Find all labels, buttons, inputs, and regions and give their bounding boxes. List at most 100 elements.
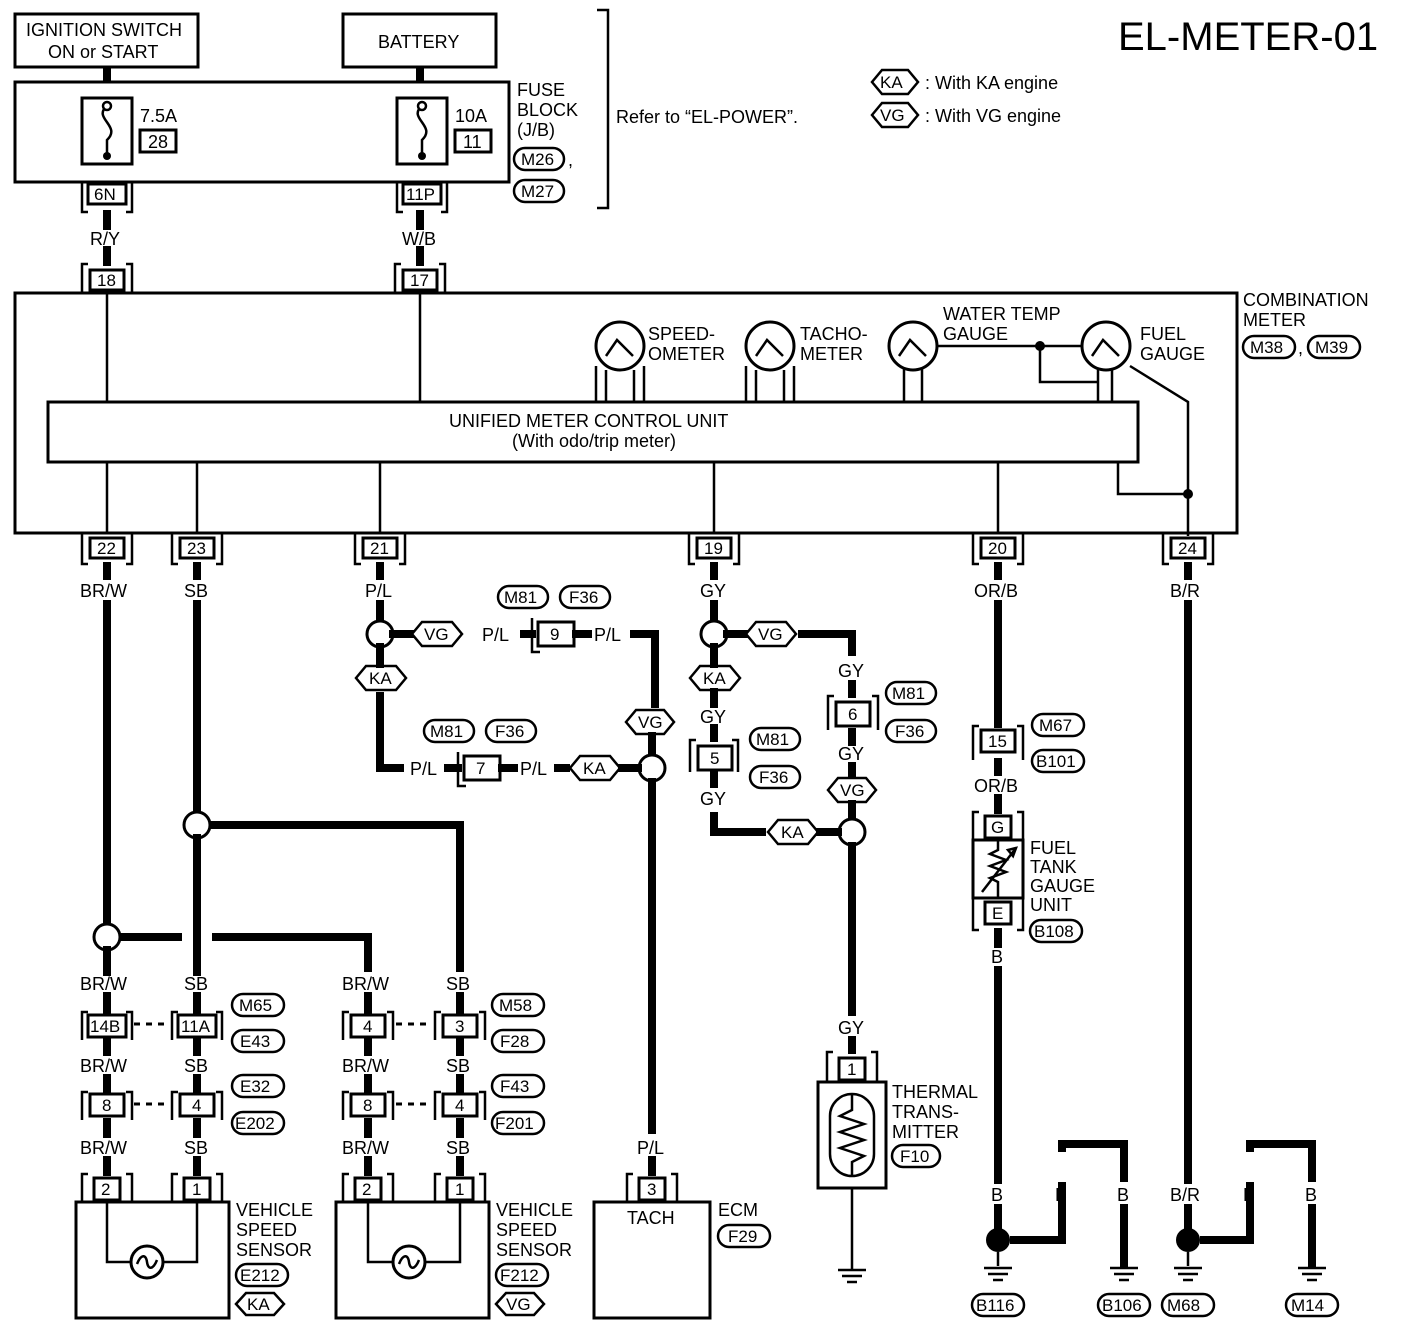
connector-8-f: 8	[341, 1090, 395, 1120]
thermal-conn: F10	[900, 1147, 929, 1166]
tachometer-label-1: TACHO-	[800, 324, 868, 344]
wire-brw-b1: BR/W	[342, 974, 389, 994]
tach-ka-tag: KA	[369, 669, 392, 688]
pin-24: 24	[1161, 533, 1215, 566]
conn-m58: M58	[499, 996, 532, 1015]
gnd-wire-b-5: B	[1305, 1185, 1317, 1205]
connector-4-f2-label: 4	[455, 1096, 464, 1115]
ground-m68-label: M68	[1167, 1296, 1200, 1315]
tach-wire-pl-3: P/L	[410, 759, 437, 779]
wire-sb-a2: SB	[184, 1056, 208, 1076]
connector-4-f2: 4	[433, 1090, 487, 1120]
temp-conn-f36-a: F36	[895, 722, 924, 741]
fuse-block-label-1: FUSE	[517, 80, 565, 100]
battery: BATTERY	[341, 12, 498, 69]
fuel-gauge	[1080, 320, 1132, 402]
pin-21: 21	[353, 533, 407, 566]
temp-conn-f36-b: F36	[759, 768, 788, 787]
pin-24-label: 24	[1178, 539, 1197, 558]
vss-ka-label-1: VEHICLE	[236, 1200, 313, 1220]
vss-ka-pin2: 2	[101, 1180, 110, 1199]
connector-6: 6	[826, 694, 880, 730]
terminal-6n: 6N	[80, 182, 134, 214]
water-temp-label-1: WATER TEMP	[943, 304, 1061, 324]
thermal-label-3: MITTER	[892, 1122, 959, 1142]
terminal-6n-label: 6N	[94, 185, 116, 204]
refer-el-power: Refer to “EL-POWER”.	[616, 107, 798, 127]
connector-8-e: 8	[80, 1090, 134, 1120]
ground-b106	[1110, 1266, 1138, 1282]
combination-meter-label-1: COMBINATION	[1243, 290, 1369, 310]
wire-23: SB	[184, 581, 208, 601]
pin-19: 19	[687, 533, 741, 566]
tach-wire-pl-4: P/L	[520, 759, 547, 779]
fuel-gauge-label-2: GAUGE	[1140, 344, 1205, 364]
temp-ka-tag: KA	[703, 669, 726, 688]
diagram-id: EL-METER-01	[1118, 15, 1378, 59]
legend: KA : With KA engine VG : With VG engine	[870, 68, 1061, 129]
unified-unit-label-2: (With odo/trip meter)	[512, 431, 676, 451]
connector-4-e: 4	[170, 1090, 224, 1120]
fuse-28-num: 28	[148, 132, 168, 152]
ecm-pin-3: 3	[647, 1180, 656, 1199]
legend-vg-tag: VG	[880, 106, 905, 125]
connector-4-f-label: 4	[363, 1017, 372, 1036]
tach-vg-tag: VG	[424, 625, 449, 644]
wire-21: P/L	[365, 581, 392, 601]
conn-f28: F28	[500, 1032, 529, 1051]
pin-17-label: 17	[410, 271, 429, 290]
ground-m14	[1298, 1266, 1326, 1282]
vss-vg-label-3: SENSOR	[496, 1240, 572, 1260]
ecm-tach-label: TACH	[627, 1208, 675, 1228]
connector-5-label: 5	[710, 749, 719, 768]
vehicle-speed-sensor-ka: 2 1	[74, 1172, 231, 1320]
fuel-conn-b101: B101	[1036, 752, 1076, 771]
pin-23: 23	[170, 533, 224, 566]
temp-wire-gy-5: GY	[838, 1018, 864, 1038]
wire-24: B/R	[1170, 581, 1200, 601]
temp-conn-m81-b: M81	[756, 730, 789, 749]
vehicle-speed-sensor-vg: 2 1	[334, 1172, 491, 1320]
connector-14b: 14B	[80, 1010, 134, 1040]
ground-m68	[1174, 1252, 1202, 1282]
battery-label: BATTERY	[378, 32, 459, 52]
temp-ka-tag-2: KA	[781, 823, 804, 842]
connector-3-f-label: 3	[455, 1017, 464, 1036]
ecm-wire: P/L	[637, 1138, 664, 1158]
fuel-tank-label-2: TANK	[1030, 857, 1077, 877]
ground-m14-label: M14	[1291, 1296, 1324, 1315]
ecm: 3 TACH	[592, 1172, 712, 1320]
vss-ka-label-2: SPEED	[236, 1220, 297, 1240]
vss-ka-tag: KA	[247, 1295, 270, 1314]
fuse-11-num: 11	[463, 132, 482, 152]
connector-15-label: 15	[988, 732, 1007, 751]
speedometer-label-2: OMETER	[648, 344, 725, 364]
vss-vg-pin2: 2	[362, 1180, 371, 1199]
vss-vg-conn: F212	[500, 1266, 539, 1285]
thermal-transmitter: 1	[816, 1050, 888, 1284]
fuse-block-label-2: BLOCK	[517, 100, 578, 120]
connector-4-f: 4	[341, 1010, 395, 1040]
combination-meter-conn-m39: M39	[1315, 338, 1348, 357]
ecm-conn: F29	[728, 1227, 757, 1246]
combination-meter-conn-sep: ,	[1298, 338, 1303, 358]
vss-vg-tag: VG	[506, 1295, 531, 1314]
wire-brw-b3: BR/W	[342, 1138, 389, 1158]
ground-b116-label: B116	[976, 1296, 1014, 1315]
fuse-block-label-3: (J/B)	[517, 120, 555, 140]
tachometer-label-2: METER	[800, 344, 863, 364]
wire-22: BR/W	[80, 581, 127, 601]
gnd-wire-br: B/R	[1170, 1185, 1200, 1205]
vss-ka-label-3: SENSOR	[236, 1240, 312, 1260]
fuel-gauge-label-1: FUEL	[1140, 324, 1186, 344]
wire-sb-b1: SB	[446, 974, 470, 994]
fuse-28-amp: 7.5A	[140, 106, 177, 126]
pin-17: 17	[393, 262, 447, 293]
temp-conn-m81-a: M81	[892, 684, 925, 703]
vss-vg-label-2: SPEED	[496, 1220, 557, 1240]
gnd-wire-b-3: B	[1117, 1185, 1129, 1205]
pin-18: 18	[80, 262, 134, 293]
fuel-pin-e: E	[992, 904, 1003, 923]
fuel-wire-b: B	[991, 947, 1003, 967]
